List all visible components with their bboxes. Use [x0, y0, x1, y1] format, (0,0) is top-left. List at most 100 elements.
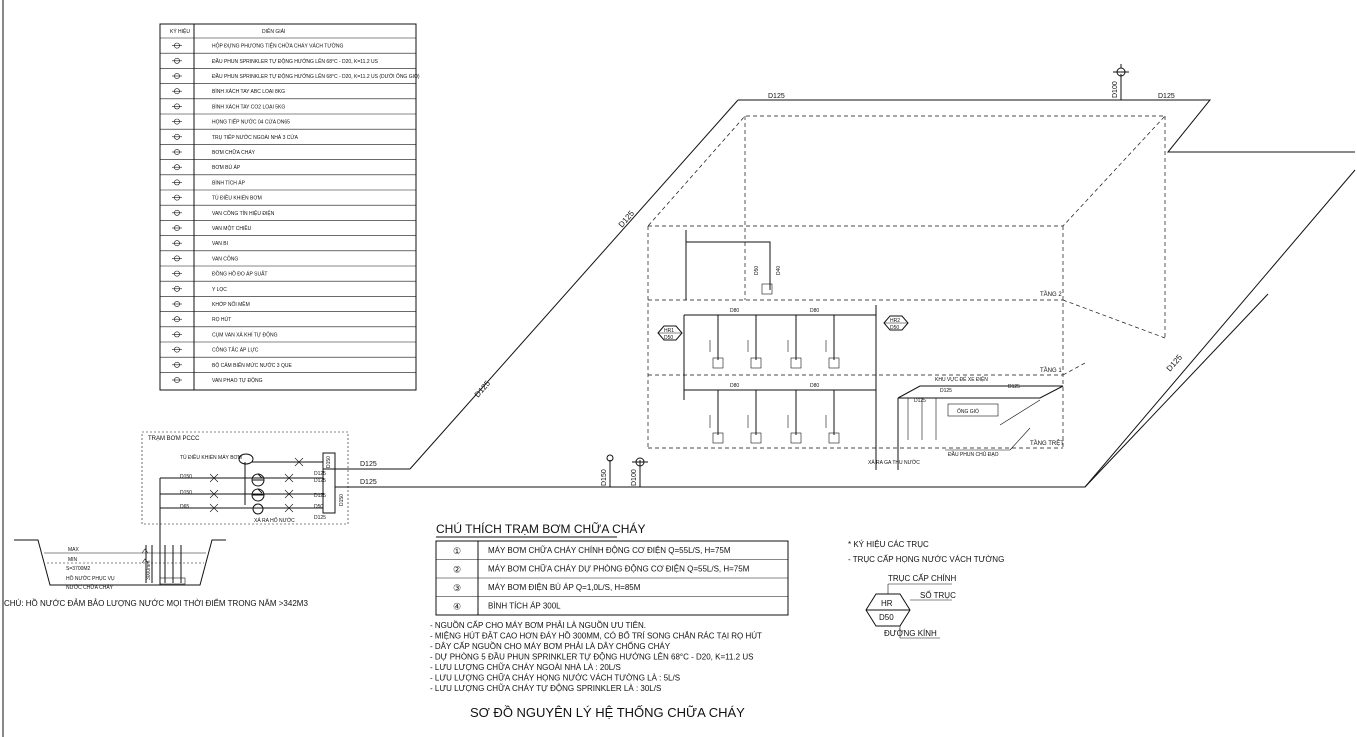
axis-main-label: TRỤC CẤP CHÍNH: [888, 573, 957, 583]
pipe-label-diag-top: D125: [617, 209, 637, 230]
legend-row-text: VAN MỘT CHIỀU: [212, 225, 252, 232]
hr2-label: HR2: [890, 318, 900, 324]
valve-icons: [209, 457, 304, 513]
hr2-diameter: D50: [890, 325, 899, 331]
hr1-diameter: D50: [664, 335, 673, 341]
pump-pipe-d150-a: D150: [180, 474, 192, 480]
pipe-label-diag-left: D125: [473, 379, 493, 400]
pump-pipe-d125-c: D125: [314, 493, 326, 499]
pump-panel-label: TỦ ĐIỀU KHIỂN MÁY BƠM: [180, 454, 242, 461]
tank-desc-1: HỒ NƯỚC PHỤC VỤ: [66, 575, 115, 582]
ball-valve-icon: [172, 240, 182, 247]
pump-table-title: CHÚ THÍCH TRẠM BƠM CHỮA CHÁY: [436, 521, 645, 536]
open-sprinkler-label: ĐẦU PHUN CHỦ ĐẠO: [948, 451, 999, 458]
outdoor-hydrant-icon: [172, 133, 182, 140]
building-outline: [647, 115, 1166, 449]
pressure-tank-icon: [238, 453, 254, 465]
legend-row-text: TRỤ TIẾP NƯỚC NGOÀI NHÀ 3 CỬA: [212, 134, 299, 141]
fire-pump-icon: [172, 149, 182, 155]
pressure-tank-icon: [172, 179, 182, 186]
note-line: - LƯU LƯỢNG CHỮA CHÁY NGOÀI NHÀ LÀ : 20L…: [430, 663, 621, 672]
legend-table: KÝ HIỆU DIỄN GIẢI HỘP ĐỰNG PHƯƠNG TIỆN C…: [159, 23, 420, 391]
axis-d-label: D50: [879, 613, 894, 622]
fire-pump-icon: [251, 488, 265, 502]
gate-valve-icon: [172, 255, 182, 262]
legend-row-text: CÔNG TẮC ÁP LỰC: [212, 346, 259, 354]
legend-row-text: VAN CÔNG TÍN HIỆU ĐIỆN: [212, 209, 275, 217]
pump-drain-label: XẢ RA HỐ NƯỚC: [254, 517, 295, 524]
float-valve-icon: [172, 377, 182, 383]
note-line: - LƯU LƯỢNG CHỮA CHÁY HỌNG NƯỚC VÁCH TƯỜ…: [430, 674, 680, 683]
riser-label-d50: D50: [754, 266, 760, 275]
tank-max-label: MAX: [68, 547, 80, 553]
air-release-valve-icon: [172, 331, 182, 338]
flexible-joint-icon: [172, 301, 182, 307]
floor-label-ground: TẦNG TRỆT: [1030, 439, 1064, 447]
legend-row-text: BƠM CHỮA CHÁY: [212, 149, 256, 156]
pump-pipe-d150-side: D150: [339, 494, 345, 506]
pump-pipe-d50: D50: [314, 504, 323, 510]
control-panel-icon: [172, 194, 182, 201]
legend-row-text: Y LỌC: [212, 287, 227, 293]
hose-cabinet-icon: [172, 42, 182, 49]
outdoor-hydrant-branches: [606, 454, 648, 487]
level-sensor-icon: [172, 361, 182, 368]
general-notes: - NGUỒN CẤP CHO MÁY BƠM PHẢI LÀ NGUỒN ƯU…: [430, 620, 762, 693]
zone-pipe-label-3: D125: [914, 398, 926, 404]
pipe-label-top-left: D125: [768, 93, 785, 100]
check-valve-icon: [172, 225, 182, 231]
pump-table-num: ①: [453, 546, 461, 556]
legend-row-text: HỘP ĐỰNG PHƯƠNG TIỆN CHỮA CHÁY VÁCH TƯỜN…: [212, 42, 344, 50]
pump-pipe-d125-b: D125: [314, 478, 326, 484]
y-strainer-icon: [172, 285, 182, 292]
axis-legend-title: * KÝ HIỆU CÁC TRỤC: [848, 540, 929, 549]
pump-table-num: ④: [453, 602, 461, 612]
note-line: - LƯU LƯỢNG CHỮA CHÁY TỰ ĐỘNG SPRINKLER …: [430, 684, 661, 693]
legend-row-text: VAN CÔNG: [212, 255, 238, 262]
branch-label-d80-3: D80: [730, 383, 739, 389]
pump-pipe-d125-d: D125: [314, 515, 326, 521]
branch-label-d80-1: D80: [730, 308, 739, 314]
pump-pipe-d150-v: D150: [326, 456, 332, 468]
legend-row-text: BỘ CẢM BIẾN MỨC NƯỚC 3 QUE: [212, 362, 292, 369]
legend-row-text: VAN PHAO TỰ ĐỘNG: [212, 377, 263, 384]
hr1-axis-marker: HR1 D50: [657, 325, 683, 341]
pump-collector-block: [322, 452, 336, 514]
note-line: - NGUỒN CẤP CHO MÁY BƠM PHẢI LÀ NGUỒN ƯU…: [430, 620, 646, 630]
open-sprinkler-leader-2: [1009, 427, 1031, 451]
pump-table-text: BÌNH TÍCH ÁP 300L: [488, 602, 561, 611]
legend-row-text: KHỚP NỐI MỀM: [212, 301, 250, 308]
legend-col-symbol: KÝ HIỆU: [170, 27, 190, 35]
note-line: - MIỆNG HÚT ĐẶT CAO HƠN ĐÁY HỒ 300MM, CÓ…: [430, 631, 762, 641]
floor-label-2: TẦNG 2: [1040, 291, 1062, 298]
branch-label-d80-4: D80: [810, 383, 819, 389]
legend-col-desc: DIỄN GIẢI: [262, 28, 285, 35]
main-pipe-network: [348, 74, 1356, 488]
legend-row-text: BƠM BÙ ÁP: [212, 164, 241, 171]
foot-valve-icon: [172, 316, 182, 323]
jockey-pump-icon: [252, 503, 264, 515]
pipe-label-top-right: D125: [1158, 93, 1175, 100]
water-inlet-icon: [172, 118, 182, 125]
axis-legend-subtitle: - TRỤC CẤP HỌNG NƯỚC VÁCH TƯỜNG: [848, 554, 1004, 564]
pump-room: [141, 431, 349, 585]
axis-symbol: [865, 583, 952, 639]
pipe-label-out1: D125: [360, 461, 377, 468]
tank-pipe-label: 3000mm: [146, 561, 152, 580]
legend-row-text: ĐẦU PHUN SPRINKLER TỰ ĐỘNG HƯỚNG LÊN 68°…: [212, 72, 420, 80]
note-line: - DỰ PHÒNG 5 ĐẦU PHUN SPRINKLER TỰ ĐỘNG …: [430, 652, 753, 662]
legend-row-text: TỦ ĐIỀU KHIỂN BƠM: [212, 195, 262, 202]
ev-parking-zone: [897, 385, 1064, 470]
legend-row-text: RỌ HÚT: [212, 316, 231, 323]
ev-zone-label: KHU VỰC ĐỂ XE ĐIỆN: [935, 375, 988, 383]
air-duct-label: ỐNG GIÓ: [957, 408, 979, 415]
riser-label-d40: D40: [776, 266, 782, 275]
drain-note-label: XẢ RA GA THU NƯỚC: [868, 459, 920, 466]
pump-table-text: MÁY BƠM CHỮA CHÁY DỰ PHÒNG ĐỘNG CƠ ĐIỆN …: [488, 565, 750, 574]
legend-row-text: BÌNH XÁCH TAY CO2 LOẠI 5KG: [212, 103, 285, 110]
pump-table-num: ②: [453, 565, 461, 575]
pump-room-title: TRẠM BƠM PCCC: [148, 436, 200, 442]
axis-hr-label: HR: [881, 599, 893, 608]
branch-label-d80-2: D80: [810, 308, 819, 314]
